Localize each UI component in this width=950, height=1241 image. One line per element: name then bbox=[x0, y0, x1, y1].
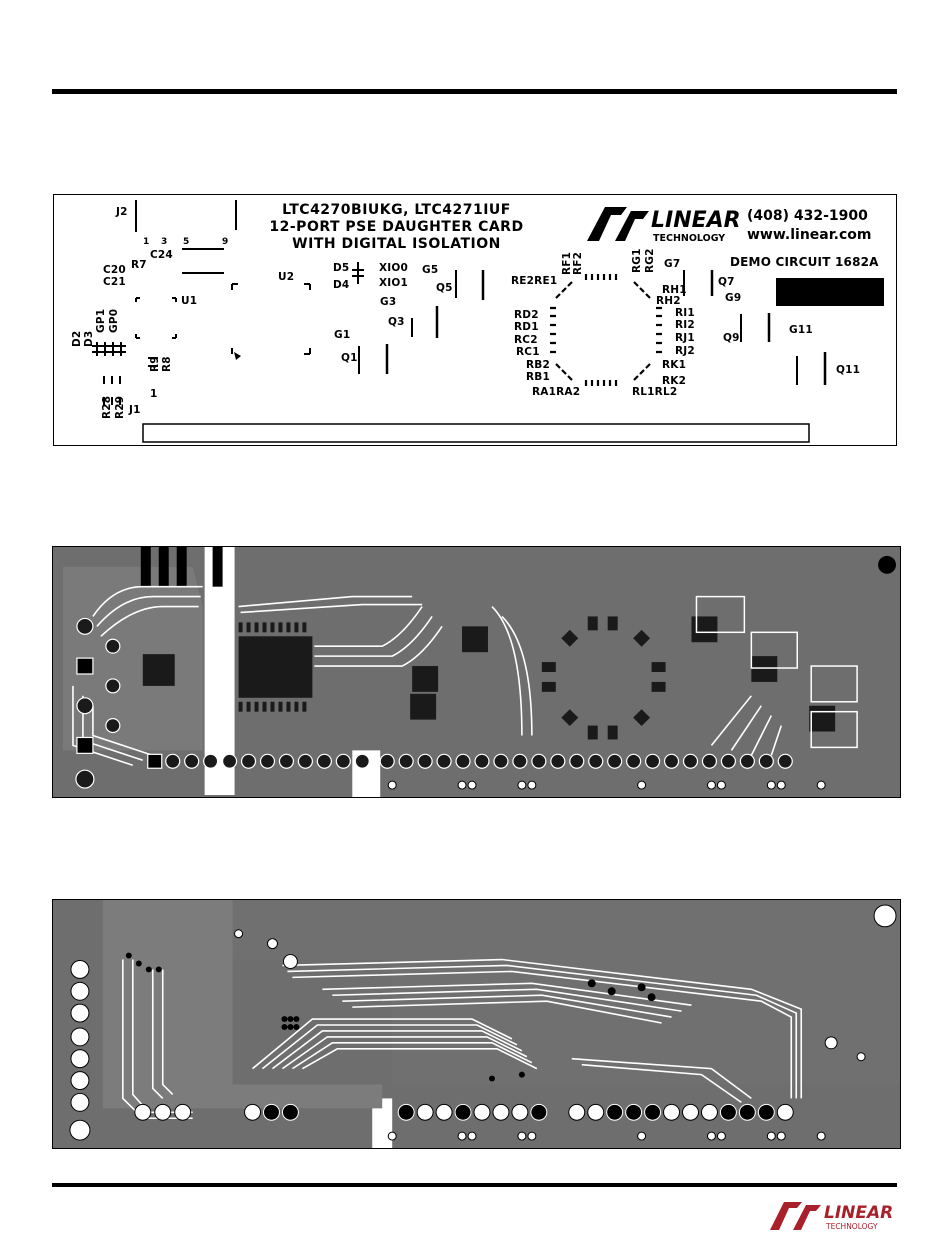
logo-sub: TECHNOLOGY bbox=[653, 233, 725, 244]
label-g9: G9 bbox=[725, 292, 742, 304]
label-rh2: RH2 bbox=[656, 295, 681, 307]
label-gp1: GP1 bbox=[95, 308, 107, 333]
silk-title-line3: WITH DIGITAL ISOLATION bbox=[292, 236, 501, 252]
label-re2re1: RE2RE1 bbox=[511, 275, 558, 287]
label-u2: U2 bbox=[278, 271, 295, 283]
label-q1: Q1 bbox=[341, 352, 358, 364]
label-pin3: 3 bbox=[161, 237, 168, 247]
silkscreen-panel: LTC4270BIUKG, LTC4271IUF 12-PORT PSE DAU… bbox=[53, 194, 897, 446]
silk-phone: (408) 432-1900 bbox=[747, 208, 868, 224]
label-j1-pin1: 1 bbox=[150, 388, 158, 400]
label-c21: C21 bbox=[103, 276, 126, 288]
label-gp0: GP0 bbox=[108, 308, 120, 333]
label-rf2: RF2 bbox=[572, 251, 584, 275]
label-q5: Q5 bbox=[436, 282, 453, 294]
label-rl1rl2: RL1RL2 bbox=[632, 386, 678, 398]
label-q7: Q7 bbox=[718, 276, 735, 288]
footer-logo-sub: TECHNOLOGY bbox=[825, 1222, 878, 1231]
label-d4: D4 bbox=[333, 279, 350, 291]
label-g3: G3 bbox=[380, 296, 397, 308]
label-q9: Q9 bbox=[723, 332, 740, 344]
label-rc1: RC1 bbox=[516, 346, 540, 358]
label-rc2: RC2 bbox=[514, 334, 538, 346]
top-copper-layer bbox=[52, 546, 901, 798]
footer-logo-word: LINEAR bbox=[824, 1203, 893, 1223]
header-rule bbox=[52, 89, 897, 94]
linear-logo: LINEAR TECHNOLOGY bbox=[587, 207, 740, 244]
label-c24: C24 bbox=[150, 249, 173, 261]
bottom-copper-art bbox=[53, 900, 900, 1148]
label-d5: D5 bbox=[333, 262, 350, 274]
label-rd1: RD1 bbox=[514, 321, 539, 333]
label-r28: R28 bbox=[101, 395, 113, 419]
label-rb2: RB2 bbox=[526, 359, 550, 371]
label-rj2: RJ2 bbox=[675, 345, 695, 357]
label-ra1ra2: RA1RA2 bbox=[532, 386, 581, 398]
label-rk1: RK1 bbox=[662, 359, 687, 371]
silk-website: www.linear.com bbox=[747, 227, 872, 243]
label-g11: G11 bbox=[789, 324, 813, 336]
label-r9: R9 bbox=[149, 356, 161, 372]
label-rj1: RJ1 bbox=[675, 332, 695, 344]
label-ri1: RI1 bbox=[675, 307, 695, 319]
label-pin5: 5 bbox=[183, 237, 190, 247]
label-ri2: RI2 bbox=[675, 319, 695, 331]
logo-word: LINEAR bbox=[651, 208, 740, 233]
label-xio0: XIO0 bbox=[379, 262, 409, 274]
label-g5: G5 bbox=[422, 264, 439, 276]
label-rd2: RD2 bbox=[514, 309, 539, 321]
footer-linear-logo: LINEAR TECHNOLOGY bbox=[770, 1202, 893, 1231]
label-rk2: RK2 bbox=[662, 375, 687, 387]
label-xio1: XIO1 bbox=[379, 277, 409, 289]
label-pin9: 9 bbox=[222, 237, 229, 247]
label-r7: R7 bbox=[131, 259, 147, 271]
label-rf1: RF1 bbox=[561, 251, 573, 275]
label-q3: Q3 bbox=[388, 316, 405, 328]
label-pin1: 1 bbox=[143, 237, 150, 247]
label-d2: D2 bbox=[71, 330, 83, 347]
label-c20: C20 bbox=[103, 264, 126, 276]
footer-rule bbox=[52, 1183, 897, 1187]
label-g7: G7 bbox=[664, 258, 681, 270]
silk-title-line2: 12-PORT PSE DAUGHTER CARD bbox=[269, 219, 524, 235]
label-j2: J2 bbox=[116, 206, 128, 218]
silk-demo-circuit: DEMO CIRCUIT 1682A bbox=[730, 255, 879, 269]
top-copper-art bbox=[53, 547, 900, 797]
bottom-copper-layer bbox=[52, 899, 901, 1149]
label-g1: G1 bbox=[334, 329, 351, 341]
label-rb1: RB1 bbox=[526, 371, 550, 383]
silk-title-line1: LTC4270BIUKG, LTC4271IUF bbox=[282, 202, 511, 218]
label-rg2: RG2 bbox=[644, 248, 656, 273]
label-d3: D3 bbox=[83, 330, 95, 347]
label-rg1: RG1 bbox=[631, 248, 643, 273]
label-rh1: RH1 bbox=[662, 284, 687, 296]
label-r8: R8 bbox=[161, 356, 173, 372]
label-j1: J1 bbox=[129, 404, 141, 416]
label-r29: R29 bbox=[114, 395, 126, 419]
label-u1: U1 bbox=[181, 295, 198, 307]
label-q11: Q11 bbox=[836, 364, 861, 376]
